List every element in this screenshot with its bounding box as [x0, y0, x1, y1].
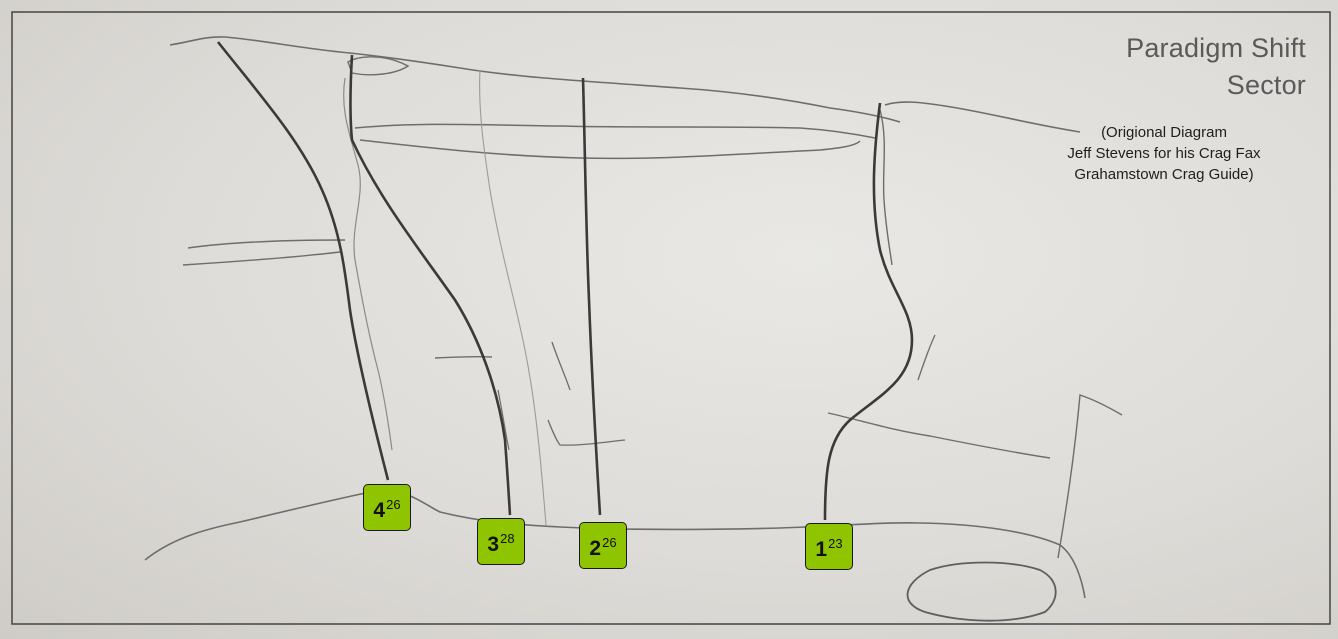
route-line-1	[825, 103, 912, 520]
short-crack	[498, 390, 509, 450]
credit-line-1: (Origional Diagram	[1024, 122, 1304, 143]
left-crack-a	[188, 240, 345, 248]
diagram-credit: (Origional Diagram Jeff Stevens for his …	[1024, 122, 1304, 185]
sector-title: Paradigm Shift Sector	[1126, 30, 1306, 104]
route-number: 4	[373, 500, 385, 521]
small-crack-mid	[552, 342, 570, 390]
credit-line-3: Grahamstown Crag Guide)	[1024, 164, 1304, 185]
horizontal-band-lower	[360, 140, 860, 158]
route-line-2	[583, 78, 600, 515]
route-number: 1	[815, 539, 827, 560]
route-grade: 23	[828, 537, 842, 550]
route-number: 3	[487, 534, 499, 555]
base-boulder	[908, 563, 1056, 621]
right-flake	[918, 335, 935, 380]
ledge-right-edge	[880, 110, 892, 265]
left-crack-b	[183, 252, 340, 265]
thin-crack-left	[480, 70, 546, 525]
route-number: 2	[589, 538, 601, 559]
horizontal-band-upper	[355, 124, 875, 138]
right-ledge	[828, 413, 1050, 458]
small-ledge-mid	[548, 420, 625, 445]
credit-line-2: Jeff Stevens for his Crag Fax	[1024, 143, 1304, 164]
route-grade: 26	[602, 536, 616, 549]
route-grade: 26	[386, 498, 400, 511]
sector-title-line-2: Sector	[1126, 67, 1306, 104]
right-corner	[1058, 395, 1122, 558]
cliff-top-line	[170, 37, 900, 122]
sector-title-line-1: Paradigm Shift	[1126, 30, 1306, 67]
route-grade: 28	[500, 532, 514, 545]
